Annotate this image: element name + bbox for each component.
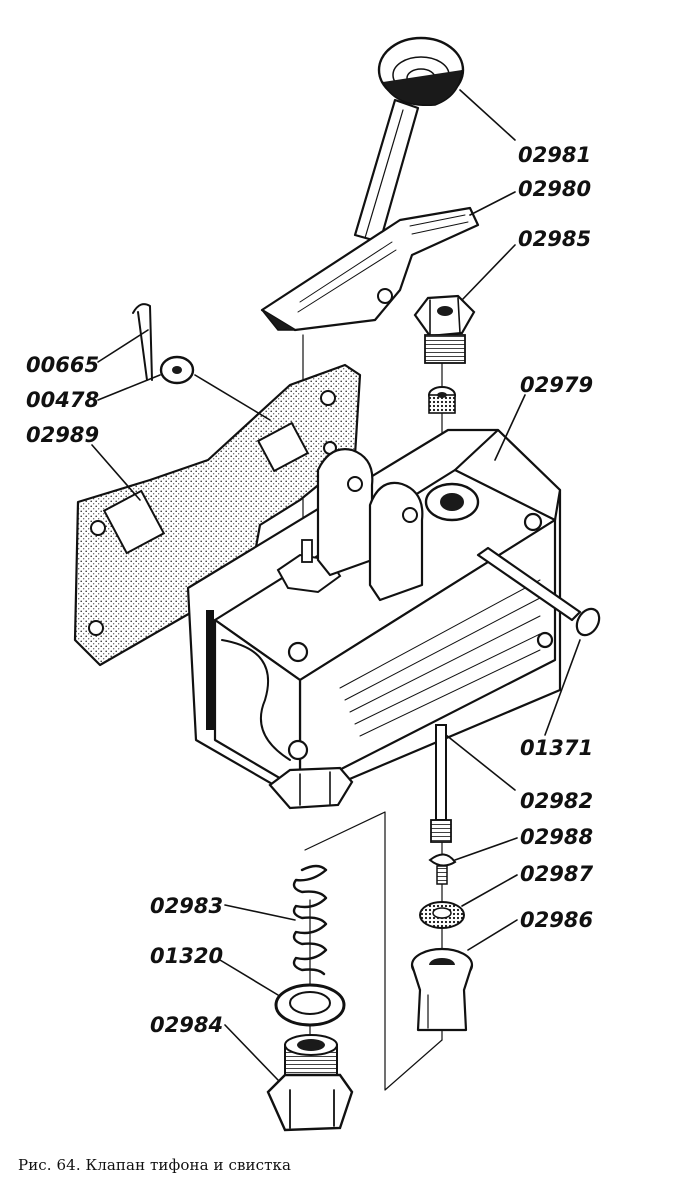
- plug-02984: [266, 1034, 354, 1132]
- label-02986: 02986: [520, 908, 593, 932]
- label-01320: 01320: [150, 944, 223, 968]
- label-02979: 02979: [520, 373, 593, 397]
- label-02985: 02985: [518, 227, 591, 251]
- label-02981: 02981: [518, 143, 591, 167]
- gasket-plate-02989: [73, 363, 362, 667]
- label-02987: 02987: [520, 862, 593, 886]
- label-02988: 02988: [520, 825, 593, 849]
- label-00478: 00478: [26, 388, 99, 412]
- label-02982: 02982: [520, 789, 593, 813]
- valve-disc-02987: [419, 901, 465, 929]
- label-02980: 02980: [518, 177, 591, 201]
- spring-02983: [292, 864, 328, 976]
- washer-00478: [159, 355, 195, 385]
- label-02984: 02984: [150, 1013, 223, 1037]
- valve-stem-02982: [430, 724, 452, 843]
- lever-02980: [260, 206, 480, 332]
- axle-pin-01371: [476, 546, 601, 637]
- label-01371: 01371: [520, 736, 593, 760]
- part-labels: 02981 02980 02985 02979 00665 00478 0298…: [26, 143, 593, 1037]
- label-02983: 02983: [150, 894, 223, 918]
- split-pin-00665: [132, 303, 153, 381]
- valve-cap-02985: [413, 294, 476, 414]
- lever-handle-02981: [353, 36, 465, 244]
- label-02989: 02989: [26, 423, 99, 447]
- valve-seat-02986: [410, 947, 474, 1032]
- spring-clip-02988: [428, 853, 457, 885]
- figure-caption: Рис. 64. Клапан тифона и свистка: [18, 1156, 292, 1174]
- label-00665: 00665: [26, 353, 99, 377]
- leader-lines: [91, 89, 581, 1081]
- valve-body-02979: [186, 428, 562, 810]
- washer-01320: [274, 983, 346, 1027]
